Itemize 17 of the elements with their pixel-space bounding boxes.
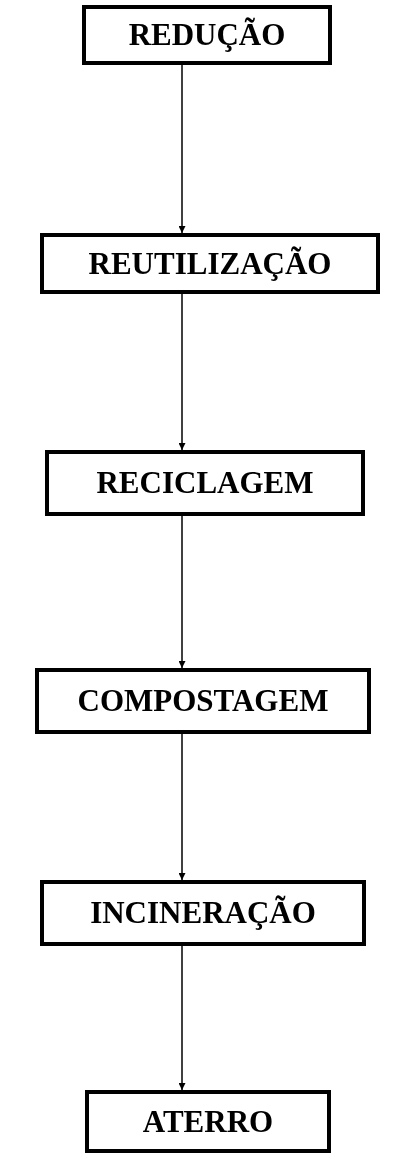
step-label: RECICLAGEM bbox=[96, 465, 314, 501]
step-label: INCINERAÇÃO bbox=[90, 895, 316, 931]
process-box bbox=[82, 5, 332, 65]
step-label: ATERRO bbox=[142, 1103, 274, 1140]
process-box bbox=[40, 880, 366, 946]
arrow bbox=[178, 515, 186, 669]
step-label: REDUÇÃO bbox=[128, 17, 286, 53]
arrow bbox=[178, 64, 186, 234]
process-box bbox=[85, 1090, 331, 1153]
step-label: REUTILIZAÇÃO bbox=[88, 245, 332, 282]
arrow bbox=[178, 945, 186, 1091]
arrow bbox=[178, 293, 186, 451]
arrow bbox=[178, 733, 186, 881]
process-box bbox=[45, 450, 365, 516]
step-label: COMPOSTAGEM bbox=[77, 683, 329, 719]
process-box bbox=[40, 233, 380, 294]
process-box bbox=[35, 668, 371, 734]
